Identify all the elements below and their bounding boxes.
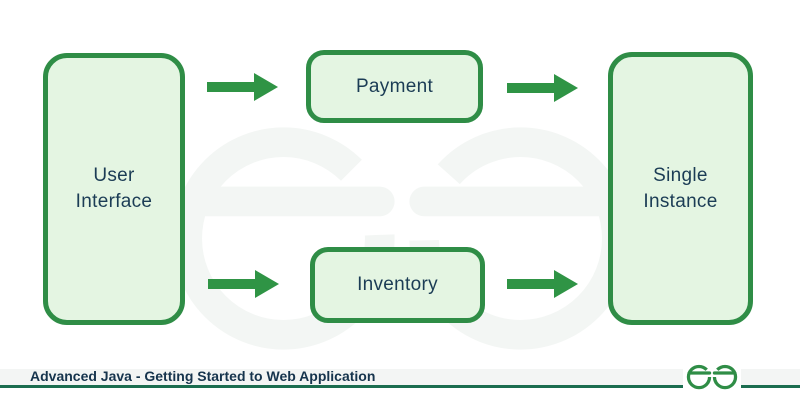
node-payment: Payment bbox=[306, 50, 483, 123]
footer-band-left bbox=[0, 369, 683, 388]
node-user-interface: User Interface bbox=[43, 53, 185, 325]
arrow-right-icon bbox=[507, 270, 578, 298]
arrow-right-icon bbox=[208, 270, 279, 298]
arrow-right-icon bbox=[507, 74, 578, 102]
footer-band-right bbox=[741, 369, 800, 388]
node-payment-label: Payment bbox=[355, 75, 434, 97]
arrow-right-icon bbox=[207, 73, 278, 101]
node-single-instance-label: Single Instance bbox=[643, 164, 718, 212]
node-inventory-label: Inventory bbox=[357, 274, 438, 296]
node-single-instance: Single Instance bbox=[608, 52, 753, 325]
geeksforgeeks-logo-icon bbox=[686, 364, 738, 390]
node-inventory: Inventory bbox=[310, 247, 485, 323]
node-user-interface-label: User Interface bbox=[75, 165, 153, 212]
footer-caption: Advanced Java - Getting Started to Web A… bbox=[30, 368, 376, 384]
